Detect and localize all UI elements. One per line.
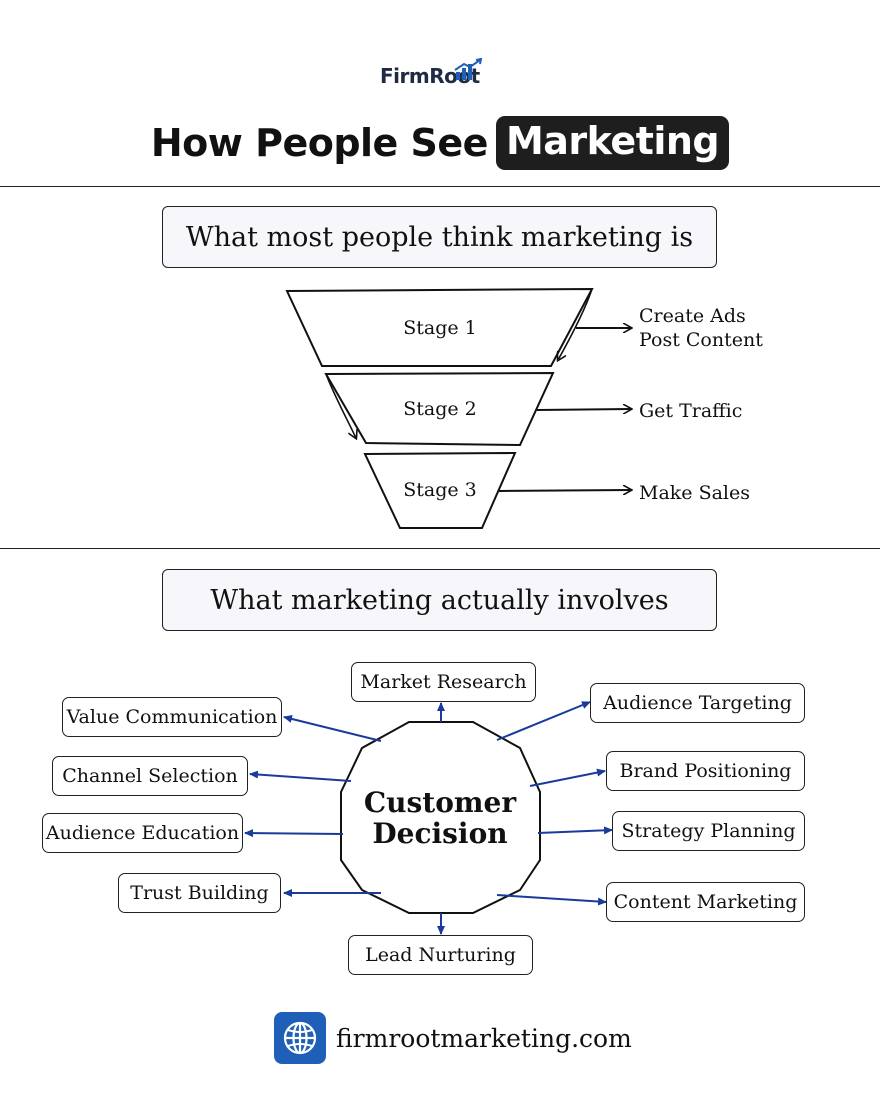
node-audience-education-label: Audience Education <box>45 822 240 844</box>
node-channel-selection: Channel Selection <box>52 756 248 796</box>
outcome-arrows <box>498 328 631 491</box>
website-link[interactable]: firmrootmarketing.com <box>336 1023 632 1053</box>
node-strategy-planning: Strategy Planning <box>612 811 805 851</box>
connectors <box>244 701 613 935</box>
reality-heading: What marketing actually involves <box>162 569 717 631</box>
node-brand-positioning: Brand Positioning <box>606 751 805 791</box>
outcome-arrow-3 <box>498 490 631 491</box>
funnel-stage-3-label: Stage 3 <box>403 479 477 501</box>
page-title: How People See Marketing <box>0 112 880 174</box>
node-content-marketing: Content Marketing <box>606 882 805 922</box>
footer: firmrootmarketing.com <box>274 1012 632 1064</box>
outcome-1-line-2: Post Content <box>639 329 763 351</box>
node-value-communication: Value Communication <box>62 697 282 737</box>
connector-audience-education <box>244 829 344 838</box>
globe-icon <box>274 1012 326 1064</box>
node-brand-positioning-label: Brand Positioning <box>619 760 792 782</box>
node-trust-building: Trust Building <box>118 873 281 913</box>
node-trust-building-label: Trust Building <box>130 882 269 904</box>
outcome-arrow-2 <box>536 409 631 410</box>
section-divider-middle <box>0 548 880 549</box>
reality-heading-text: What marketing actually involves <box>210 584 669 616</box>
section-divider-top <box>0 186 880 187</box>
node-strategy-planning-label: Strategy Planning <box>621 820 796 842</box>
node-content-marketing-label: Content Marketing <box>613 891 798 913</box>
node-audience-targeting-label: Audience Targeting <box>603 692 792 714</box>
funnel-stage-2-shape <box>324 371 555 447</box>
funnel-flow-arrow-1 <box>558 288 593 360</box>
node-market-research-label: Market Research <box>360 671 527 693</box>
node-lead-nurturing: Lead Nurturing <box>348 935 533 975</box>
node-channel-selection-label: Channel Selection <box>62 765 238 787</box>
center-line-2: Decision <box>372 817 508 850</box>
perception-heading: What most people think marketing is <box>162 206 717 268</box>
connector-value-communication <box>283 715 382 742</box>
connector-strategy-planning <box>537 826 613 835</box>
title-highlight: Marketing <box>495 116 730 170</box>
connector-channel-selection <box>249 770 352 782</box>
funnel-stage-1-label: Stage 1 <box>403 317 477 339</box>
node-value-communication-label: Value Communication <box>66 706 278 728</box>
connector-content-marketing <box>496 894 607 906</box>
node-market-research: Market Research <box>351 662 536 702</box>
node-audience-targeting: Audience Targeting <box>590 683 805 723</box>
outcome-1-line-1: Create Ads <box>639 305 746 327</box>
logo-chart-icon <box>454 58 483 80</box>
customer-decision-shape <box>340 721 541 914</box>
title-prefix: How People See <box>150 121 489 165</box>
node-lead-nurturing-label: Lead Nurturing <box>365 944 516 966</box>
connector-audience-targeting <box>496 701 591 741</box>
perception-heading-text: What most people think marketing is <box>185 221 694 253</box>
outcome-2-label: Get Traffic <box>639 400 742 422</box>
funnel-flow-arrow-2 <box>325 373 356 438</box>
outcome-3-label: Make Sales <box>639 482 750 504</box>
funnel-stage-1-shape <box>285 287 594 367</box>
customer-decision-label: Customer Decision <box>340 787 540 849</box>
funnel: Stage 1 Stage 2 Stage 3 <box>285 287 594 529</box>
center-line-1: Customer <box>363 786 517 819</box>
node-audience-education: Audience Education <box>42 813 243 853</box>
funnel-stage-3-shape <box>363 451 517 529</box>
connector-brand-positioning <box>529 768 606 787</box>
funnel-stage-2-label: Stage 2 <box>403 398 477 420</box>
